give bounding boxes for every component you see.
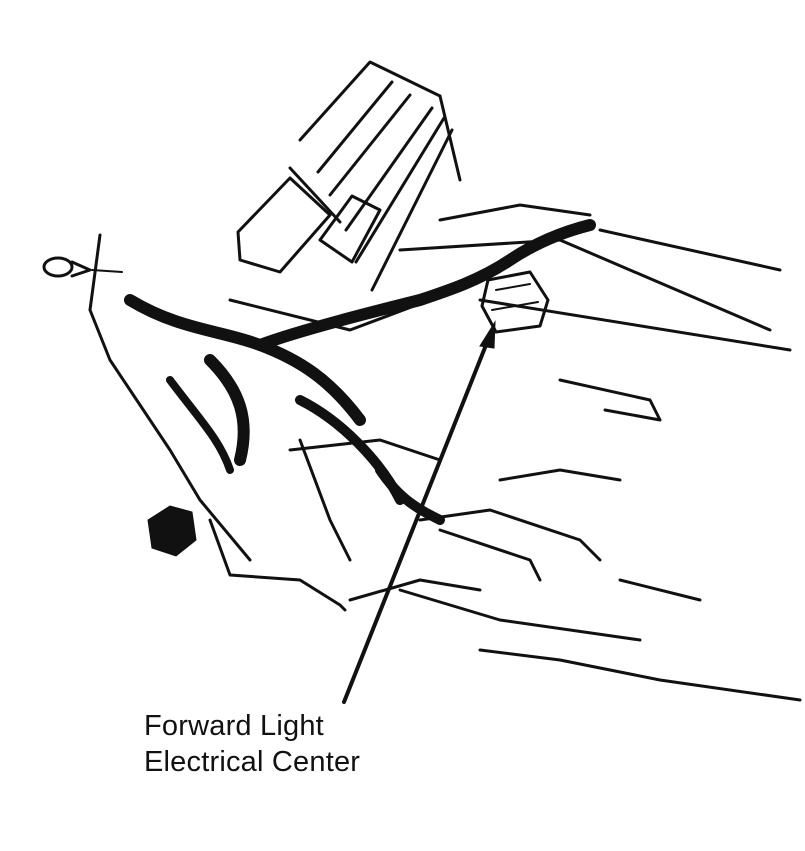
headlamp-housing — [88, 233, 442, 612]
hood-panel-lines — [288, 60, 462, 292]
lower-support-structure — [348, 468, 802, 702]
callout-label-line-2: Electrical Center — [144, 746, 361, 778]
electrical-center-box — [480, 270, 550, 334]
wiring-harness — [124, 219, 596, 525]
fender-structure — [228, 176, 792, 422]
callout-label: Forward Light Electrical Center — [144, 708, 360, 780]
bulb-icon — [42, 256, 123, 278]
callout-label-line-1: Forward Light — [144, 710, 324, 742]
callout-arrow — [342, 320, 496, 704]
connector-plug-icon — [147, 505, 197, 557]
